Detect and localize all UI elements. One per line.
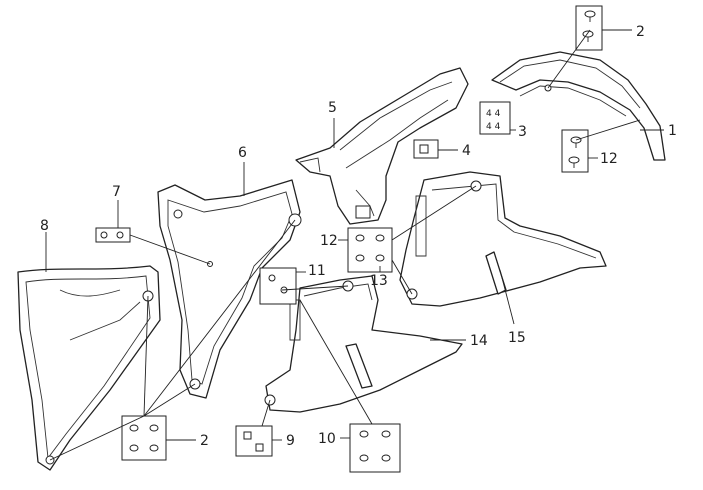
callout-4: 4 bbox=[462, 143, 471, 159]
hardware-screws-12-13-center bbox=[347, 227, 393, 273]
callout-3: 3 bbox=[518, 124, 527, 140]
callout-7: 7 bbox=[112, 184, 121, 200]
callout-9: 9 bbox=[286, 433, 295, 449]
callout-13: 13 bbox=[370, 273, 388, 289]
part-1-rear-cover bbox=[491, 51, 666, 161]
hardware-clips-3: 4 4 4 4 bbox=[479, 101, 511, 135]
part-5-frame-cover bbox=[295, 67, 469, 225]
hardware-screws-12-right bbox=[561, 129, 589, 173]
part-6-side-panel bbox=[157, 179, 302, 399]
hardware-nut-4 bbox=[413, 139, 439, 159]
svg-text:4 4: 4 4 bbox=[486, 122, 501, 132]
hardware-nuts-7 bbox=[95, 227, 131, 243]
callout-12-right: 12 bbox=[600, 151, 618, 167]
leader-lines bbox=[45, 29, 664, 461]
callout-labels: 1 2 3 4 5 6 7 8 9 10 11 12 12 13 14 15 2 bbox=[40, 24, 677, 449]
svg-text:4 4: 4 4 bbox=[486, 109, 501, 119]
callout-12-center: 12 bbox=[320, 233, 338, 249]
hardware-nuts-11 bbox=[259, 267, 297, 305]
callout-1: 1 bbox=[668, 123, 677, 139]
callout-5: 5 bbox=[328, 100, 337, 116]
callout-15: 15 bbox=[508, 330, 526, 346]
hardware-screws-10 bbox=[349, 423, 401, 473]
callout-2-top: 2 bbox=[636, 24, 645, 40]
part-14-lower-cover bbox=[264, 275, 463, 413]
part-8-side-cover bbox=[17, 265, 161, 471]
callout-2-bottom: 2 bbox=[200, 433, 209, 449]
part-15-lower-cover bbox=[399, 171, 607, 307]
hardware-screws-2-bottom bbox=[121, 415, 167, 461]
callout-14: 14 bbox=[470, 333, 488, 349]
callout-11: 11 bbox=[308, 263, 326, 279]
callout-8: 8 bbox=[40, 218, 49, 234]
callout-10: 10 bbox=[318, 431, 336, 447]
hardware-nuts-9 bbox=[235, 425, 273, 457]
callout-6: 6 bbox=[238, 145, 247, 161]
